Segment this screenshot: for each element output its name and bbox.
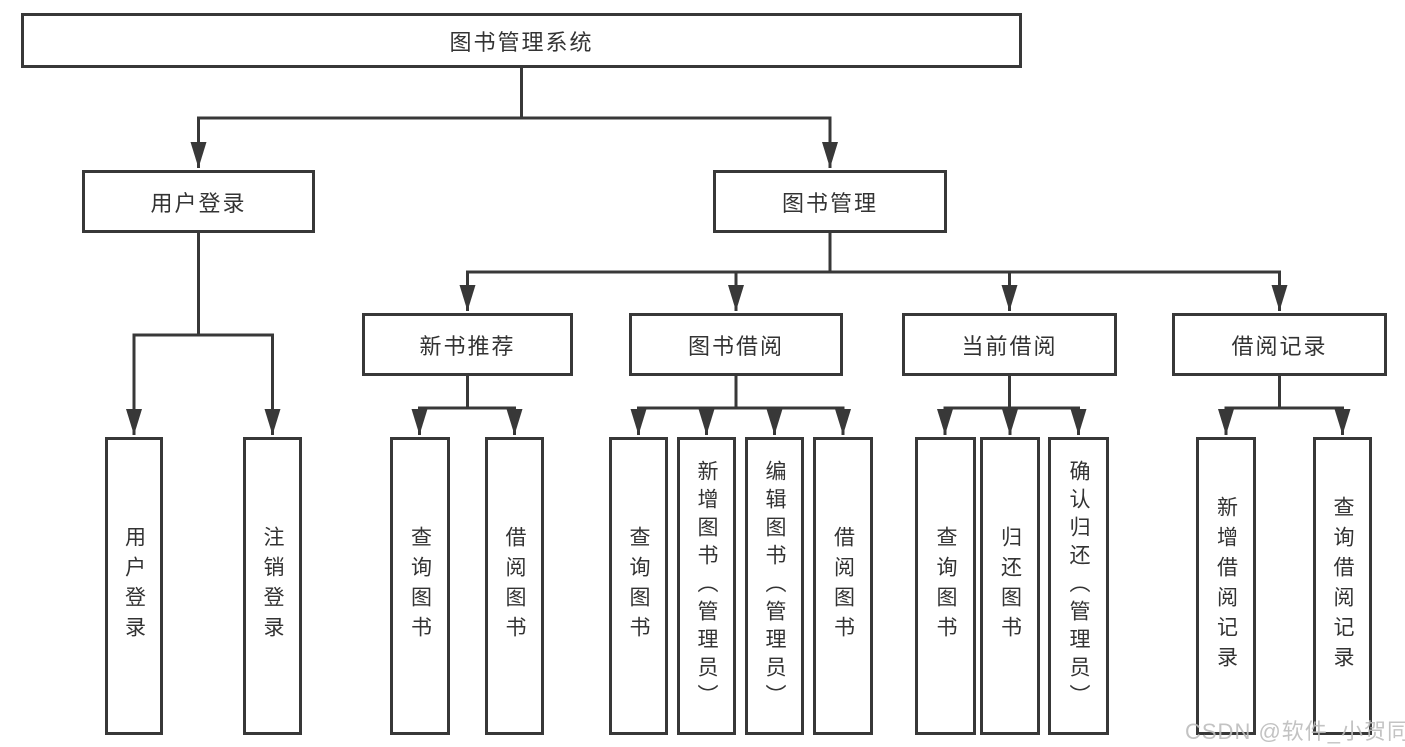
leaf-confirm-return-admin: 确认归还（管理员） <box>1048 437 1109 735</box>
node-label: 用户登录 <box>122 526 146 646</box>
node-book-management: 图书管理 <box>713 170 947 233</box>
leaf-add-borrow-record: 新增借阅记录 <box>1196 437 1256 735</box>
node-library-management-system: 图书管理系统 <box>21 13 1022 68</box>
node-label: 新书推荐 <box>419 333 516 359</box>
connector-book-management <box>459 233 1288 311</box>
node-label: 确认归还（管理员） <box>1067 460 1090 712</box>
node-label: 查询图书 <box>934 526 957 646</box>
leaf-query-books-recommend: 查询图书 <box>390 437 450 735</box>
node-label: 借阅图书 <box>503 526 526 646</box>
node-label: 查询图书 <box>627 526 650 646</box>
node-label: 当前借阅 <box>961 333 1058 359</box>
node-borrow-records: 借阅记录 <box>1172 313 1387 376</box>
node-label: 注销登录 <box>261 526 284 646</box>
leaf-borrow-books-recommend: 借阅图书 <box>485 437 544 735</box>
node-label: 新增图书（管理员） <box>695 460 718 712</box>
node-label: 图书管理 <box>781 190 878 216</box>
node-book-borrow: 图书借阅 <box>629 313 843 376</box>
leaf-add-books-admin: 新增图书（管理员） <box>677 437 736 735</box>
node-label: 图书借阅 <box>687 333 784 359</box>
leaf-edit-books-admin: 编辑图书（管理员） <box>745 437 804 735</box>
leaf-query-books-borrow: 查询图书 <box>609 437 668 735</box>
node-label: 查询借阅记录 <box>1331 496 1354 676</box>
node-current-borrow: 当前借阅 <box>902 313 1117 376</box>
connector-book-borrow <box>630 376 851 435</box>
node-label: 编辑图书（管理员） <box>763 460 786 712</box>
node-user-login: 用户登录 <box>82 170 315 233</box>
connector-current-borrow <box>937 376 1087 435</box>
connector-new-book-recommend <box>411 376 523 435</box>
leaf-return-books: 归还图书 <box>980 437 1040 735</box>
node-label: 新增借阅记录 <box>1214 496 1238 676</box>
leaf-query-books-current: 查询图书 <box>915 437 976 735</box>
connector-user-login <box>126 233 281 435</box>
leaf-user-login: 用户登录 <box>105 437 163 735</box>
node-label: 图书管理系统 <box>449 29 594 55</box>
leaf-query-borrow-record: 查询借阅记录 <box>1313 437 1372 735</box>
node-label: 借阅图书 <box>831 526 855 646</box>
node-label: 查询图书 <box>408 526 432 646</box>
node-label: 归还图书 <box>998 526 1022 646</box>
leaf-borrow-books: 借阅图书 <box>813 437 873 735</box>
node-label: 借阅记录 <box>1231 333 1328 359</box>
leaf-logout-login: 注销登录 <box>243 437 302 735</box>
connector-borrow-records <box>1218 376 1351 435</box>
connector-root <box>190 68 838 168</box>
node-label: 用户登录 <box>150 190 247 216</box>
node-new-book-recommend: 新书推荐 <box>362 313 573 376</box>
